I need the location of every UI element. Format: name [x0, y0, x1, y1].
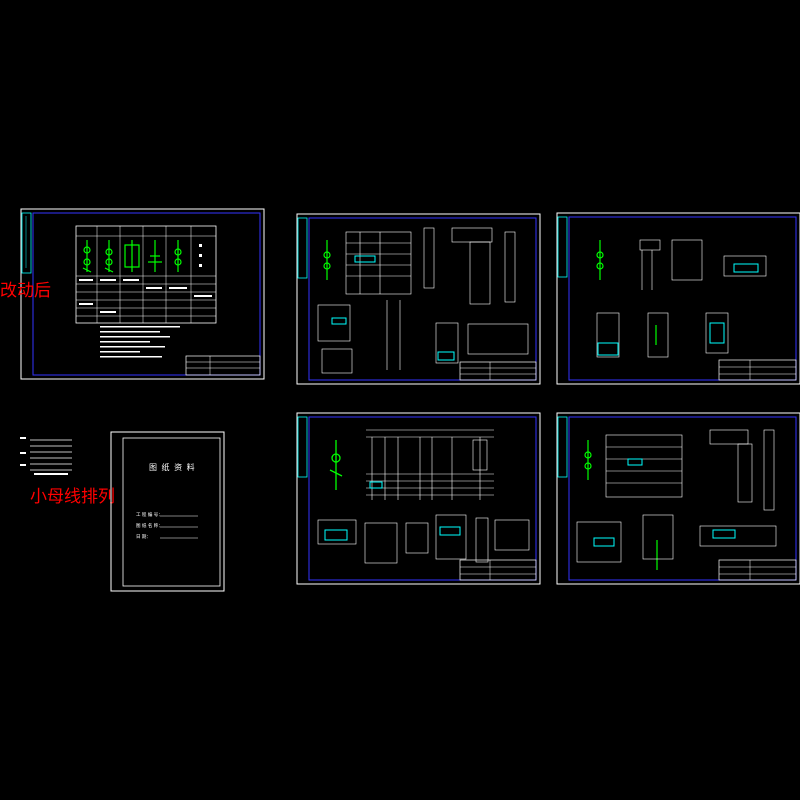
control-sheet-2[interactable]: [556, 212, 800, 385]
cover-title: 图 纸 资 料: [149, 462, 196, 472]
cover-field-1: 工 程 编 号：: [136, 511, 163, 518]
control-sheet-3[interactable]: [296, 412, 541, 585]
small-busbar-legend: [20, 437, 72, 475]
cover-field-3: 日 期：: [136, 534, 151, 540]
cover-sheet[interactable]: 图 纸 资 料 工 程 编 号： 图 纸 名 称： 日 期：: [110, 431, 225, 592]
control-sheet-1[interactable]: [296, 213, 541, 385]
after-change-label: 改动后: [0, 281, 51, 301]
main-wiring-sheet[interactable]: [20, 208, 265, 380]
cover-field-2: 图 纸 名 称：: [136, 522, 163, 529]
control-sheet-4[interactable]: [556, 412, 800, 585]
small-busbar-label: 小母线排列: [30, 487, 115, 507]
